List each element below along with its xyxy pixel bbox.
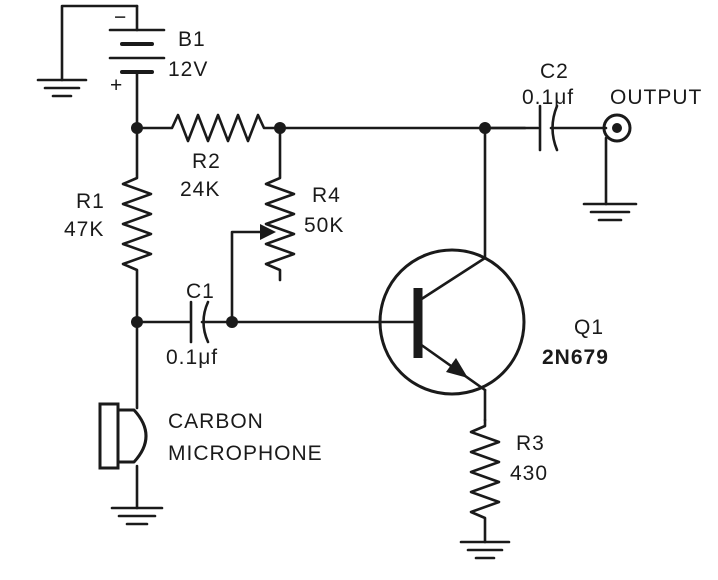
resistor-r1 xyxy=(121,126,153,324)
battery-minus-sign: − xyxy=(114,6,127,29)
resistor-r3 xyxy=(469,418,501,544)
capacitor-c2 xyxy=(483,104,608,152)
transistor-q1 xyxy=(378,126,526,422)
junction-dot xyxy=(131,122,143,134)
r2-value-label: 24K xyxy=(180,178,220,201)
r2-ref-label: R2 xyxy=(192,150,221,173)
resistor-r2 xyxy=(135,113,282,143)
r1-ref-label: R1 xyxy=(76,190,105,213)
output-label: OUTPUT xyxy=(610,86,702,109)
c1-ref-label: C1 xyxy=(186,280,215,303)
junction-dot xyxy=(274,122,286,134)
mic-label-line2: MICROPHONE xyxy=(168,442,323,465)
junction-dot xyxy=(226,316,238,328)
battery-ref-label: B1 xyxy=(178,28,206,51)
mic-label-line1: CARBON xyxy=(168,410,264,433)
carbon-microphone xyxy=(98,320,148,510)
output-ground-symbol xyxy=(582,202,638,222)
battery-b1 xyxy=(60,4,166,130)
c1-value-label: 0.1μf xyxy=(166,346,218,369)
c2-value-label: 0.1μf xyxy=(522,86,574,109)
potentiometer-r4 xyxy=(230,126,296,324)
junction-dots xyxy=(131,122,491,328)
junction-dot xyxy=(131,316,143,328)
r4-value-label: 50K xyxy=(304,214,344,237)
junction-dot xyxy=(479,122,491,134)
r4-ref-label: R4 xyxy=(312,184,341,207)
r3-ref-label: R3 xyxy=(516,432,545,455)
emitter-ground-symbol xyxy=(459,540,511,560)
output-jack xyxy=(602,113,632,206)
mic-ground-symbol xyxy=(110,506,164,526)
battery-plus-sign: + xyxy=(110,74,123,97)
r1-value-label: 47K xyxy=(64,218,104,241)
q1-part-label: 2N679 xyxy=(542,346,609,369)
battery-ground-symbol xyxy=(36,78,88,98)
q1-ref-label: Q1 xyxy=(574,316,604,339)
c2-ref-label: C2 xyxy=(540,60,569,83)
capacitor-c1 xyxy=(135,300,234,344)
r3-value-label: 430 xyxy=(510,462,548,485)
battery-value-label: 12V xyxy=(168,58,208,81)
